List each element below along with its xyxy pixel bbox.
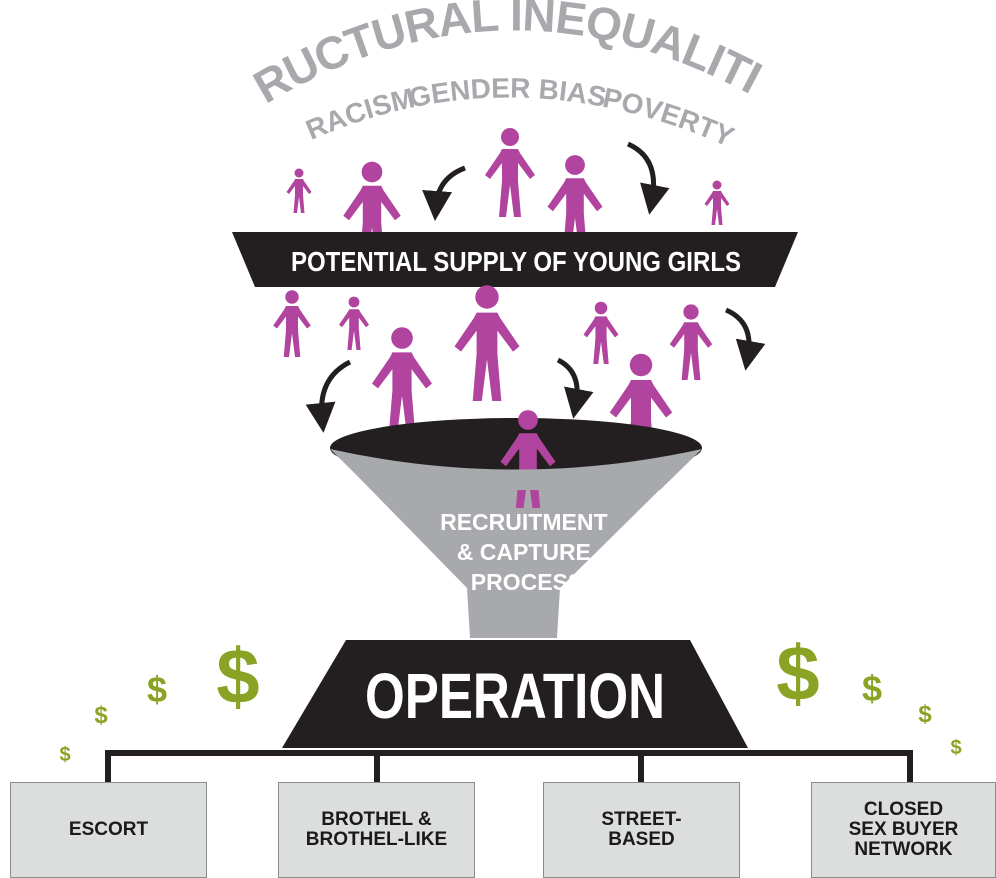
person-figure [583,301,619,364]
arrow-icon [556,357,594,419]
outlet-box-network: CLOSED SEX BUYER NETWORK [811,782,996,878]
outlet-box-escort: ESCORT [10,782,207,878]
outlet-label: ESCORT [68,819,149,840]
arrow-icon [422,165,466,221]
dollar-icon: $ [59,744,70,766]
factor-racism: RACISM [301,82,417,145]
person-figure [485,128,535,217]
person-figure [339,296,369,350]
dollar-icon: $ [147,669,167,710]
outlet-label: BROTHEL & BROTHEL-LIKE [305,809,448,850]
operation-label: OPERATION [365,660,665,732]
funnel [330,448,702,638]
factor-poverty: POVERTY [600,82,739,153]
person-figure [704,180,730,225]
dollar-icon: $ [950,737,961,759]
person-figure [286,168,312,213]
person-figure [273,290,311,357]
arrow-icon [626,141,670,215]
funnel-front [330,449,702,490]
dollar-icon: $ [216,632,259,720]
arrow-icon [305,359,352,433]
factor-gender-bias: GENDER BIAS [406,72,608,113]
connector-lines [105,750,913,782]
outlet-label: STREET- BASED [601,809,682,850]
operation-block [282,640,748,748]
supply-band [232,232,798,287]
outlet-box-street: STREET- BASED [543,782,740,878]
dollar-icon: $ [94,702,108,729]
supply-band-label: POTENTIAL SUPPLY OF YOUNG GIRLS [291,246,741,277]
dollar-icon: $ [862,668,882,709]
person-figure [454,285,520,401]
arrow-icon [724,307,766,371]
person-figure [669,304,713,380]
outlet-label: CLOSED SEX BUYER NETWORK [848,799,959,860]
person-figure [372,327,432,434]
funnel-label: RECRUITMENT & CAPTURE PROCESS [440,509,614,595]
dollar-icon: $ [776,629,819,717]
outlet-box-brothel: BROTHEL & BROTHEL-LIKE [278,782,475,878]
dollar-icon: $ [918,701,932,728]
